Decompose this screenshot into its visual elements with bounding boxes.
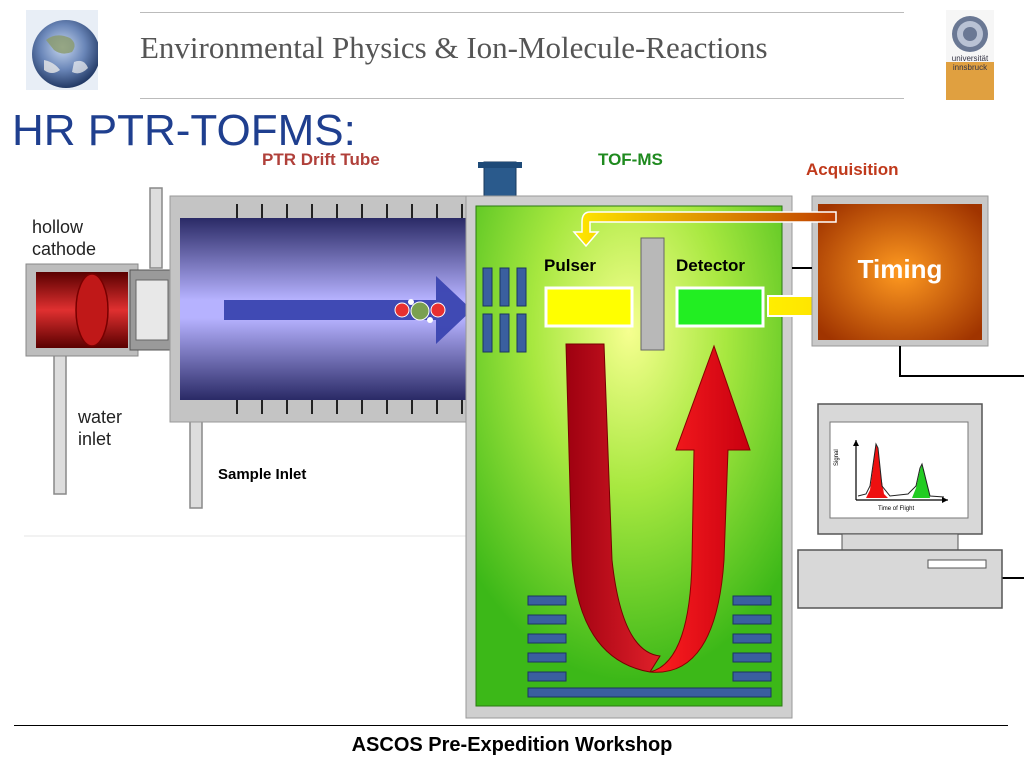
sample-inlet-label: Sample Inlet (218, 466, 307, 483)
footer-text: ASCOS Pre-Expedition Workshop (351, 734, 673, 756)
spectrum-x-axis-label: Time of Flight (878, 506, 915, 512)
detector-label: Detector (676, 256, 745, 275)
university-logo: universität innsbruck (946, 10, 994, 100)
footer-rule (14, 725, 1008, 726)
slide-title: HR PTR-TOFMS: (12, 106, 356, 155)
logo-text-line-1: universität (951, 54, 989, 63)
header-top-rule (140, 12, 904, 13)
water-inlet-label: water inlet (78, 406, 122, 450)
ptr-drift-tube-label: PTR Drift Tube (262, 150, 380, 169)
hollow-cathode-text: hollow cathode (32, 217, 97, 259)
water-inlet-text: water inlet (78, 407, 123, 449)
spectrum-y-axis-label: Signal (834, 449, 840, 466)
hollow-cathode-label: hollow cathode (32, 216, 96, 260)
logo-text-line-2: innsbruck (952, 63, 988, 72)
timing-label: Timing (857, 254, 943, 284)
pulser-label: Pulser (544, 256, 596, 275)
earth-logo (26, 10, 100, 90)
header-bottom-rule (140, 98, 904, 99)
header-title: Environmental Physics & Ion-Molecule-Rea… (140, 30, 768, 65)
acquisition-label: Acquisition (806, 160, 899, 179)
tof-ms-label: TOF-MS (598, 150, 663, 169)
